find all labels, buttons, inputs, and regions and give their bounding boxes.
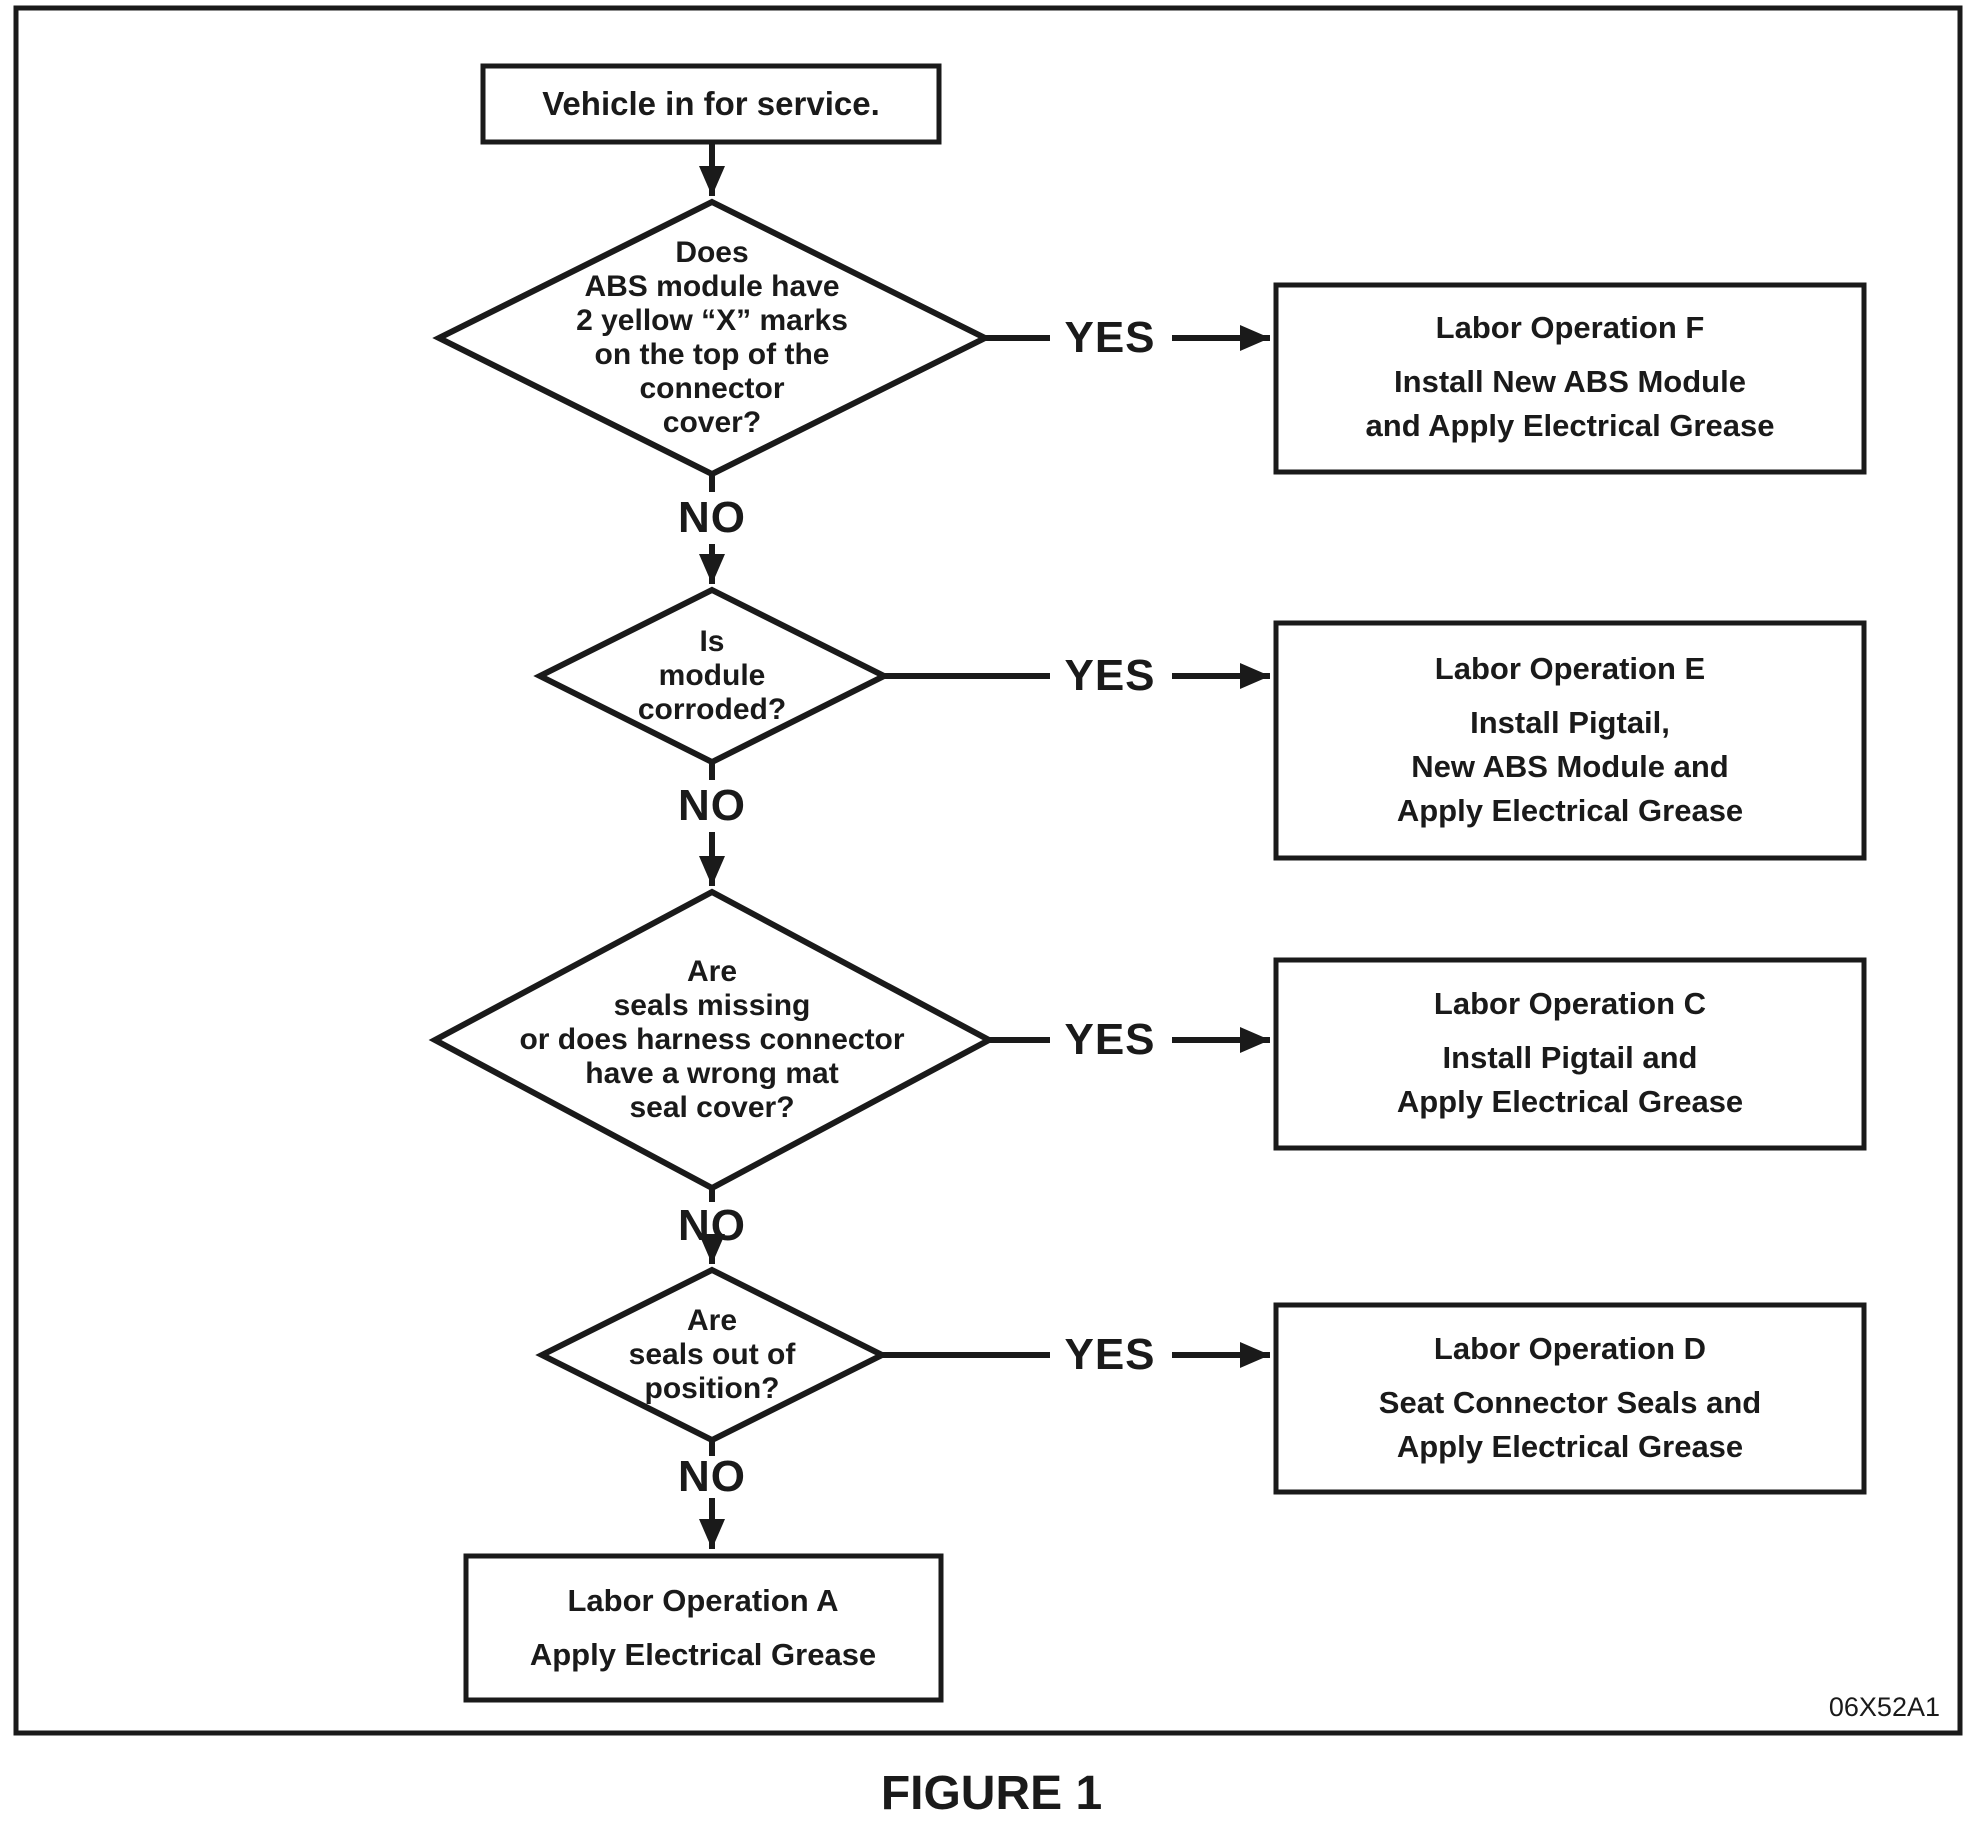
decision-4-text: Are seals out of position? (629, 1304, 796, 1406)
outcome-c-text: Labor Operation C Install Pigtail and Ap… (1397, 982, 1743, 1124)
decision-1-line: connector (639, 372, 785, 405)
decision-1-line: Does (675, 236, 749, 269)
start-box-shape (480, 63, 942, 145)
decision-2-text: Is module corroded? (638, 625, 786, 727)
outcome-e-title: Labor Operation E (1434, 651, 1706, 686)
outcome-f-line: Install New ABS Module (1394, 364, 1746, 399)
decision-3-line: seals missing (613, 989, 811, 1022)
no-label-3: NO (678, 1201, 746, 1250)
outcome-d-text: Labor Operation D Seat Connector Seals a… (1379, 1327, 1761, 1469)
figure-code: 06X52A1 (1828, 1692, 1940, 1722)
decision-1-line: 2 yellow “X” marks (576, 304, 848, 337)
decision-3-line: seal cover? (629, 1091, 795, 1124)
start-node-label: Vehicle in for service. (542, 85, 880, 122)
decision-4-line: position? (644, 1372, 780, 1405)
outcome-a-line: Apply Electrical Grease (529, 1637, 877, 1672)
figure-caption: FIGURE 1 (880, 1767, 1103, 1820)
decision-1-line: cover? (662, 406, 762, 439)
outcome-e-box-shape (1273, 620, 1867, 861)
outcome-c-line: Install Pigtail and (1442, 1040, 1698, 1075)
outcome-e-line: New ABS Module and (1411, 749, 1729, 784)
no-label-4: NO (678, 1452, 746, 1501)
decision-3-line: have a wrong mat (585, 1057, 839, 1090)
outcome-a-title: Labor Operation A (567, 1583, 839, 1618)
decision-4-line: Are (686, 1304, 738, 1337)
no-label-2: NO (678, 781, 746, 830)
decision-1-line: on the top of the (594, 338, 830, 371)
outcome-e-line: Apply Electrical Grease (1396, 793, 1744, 828)
outcome-d-box-shape (1273, 1302, 1867, 1495)
decision-1-line: ABS module have (584, 270, 840, 303)
decision-3-line: Are (686, 955, 738, 988)
outcome-a-box-shape (463, 1553, 944, 1703)
outcome-f-box-shape (1273, 282, 1867, 475)
outcome-f-line: and Apply Electrical Grease (1365, 408, 1775, 443)
no-label-1: NO (678, 493, 746, 542)
outcome-d-line: Seat Connector Seals and (1378, 1385, 1762, 1420)
decision-2-line: module (658, 659, 766, 692)
outcome-e-line: Install Pigtail, (1470, 705, 1670, 740)
yes-label-4: YES (1064, 1330, 1156, 1379)
outcome-c-line: Apply Electrical Grease (1396, 1084, 1744, 1119)
outcome-c-box-shape (1273, 957, 1867, 1151)
decision-2-line: corroded? (637, 693, 787, 726)
yes-label-2: YES (1064, 651, 1156, 700)
figure-border (13, 5, 1963, 1736)
decision-3-text: Are seals missing or does harness connec… (519, 955, 904, 1125)
decision-4-line: seals out of (628, 1338, 796, 1371)
outcome-f-text: Labor Operation F Install New ABS Module… (1366, 306, 1775, 448)
decision-3-line: or does harness connector (519, 1023, 905, 1056)
outcome-a-text: Labor Operation A Apply Electrical Greas… (530, 1579, 876, 1677)
outcome-c-title: Labor Operation C (1433, 986, 1707, 1021)
outcome-e-text: Labor Operation E Install Pigtail, New A… (1397, 647, 1743, 833)
yes-label-1: YES (1064, 313, 1156, 362)
decision-2-line: Is (699, 625, 725, 658)
yes-label-3: YES (1064, 1015, 1156, 1064)
outcome-d-line: Apply Electrical Grease (1396, 1429, 1744, 1464)
outcome-d-title: Labor Operation D (1433, 1331, 1707, 1366)
decision-1-text: Does ABS module have 2 yellow “X” marks … (576, 236, 848, 440)
outcome-f-title: Labor Operation F (1435, 310, 1705, 345)
